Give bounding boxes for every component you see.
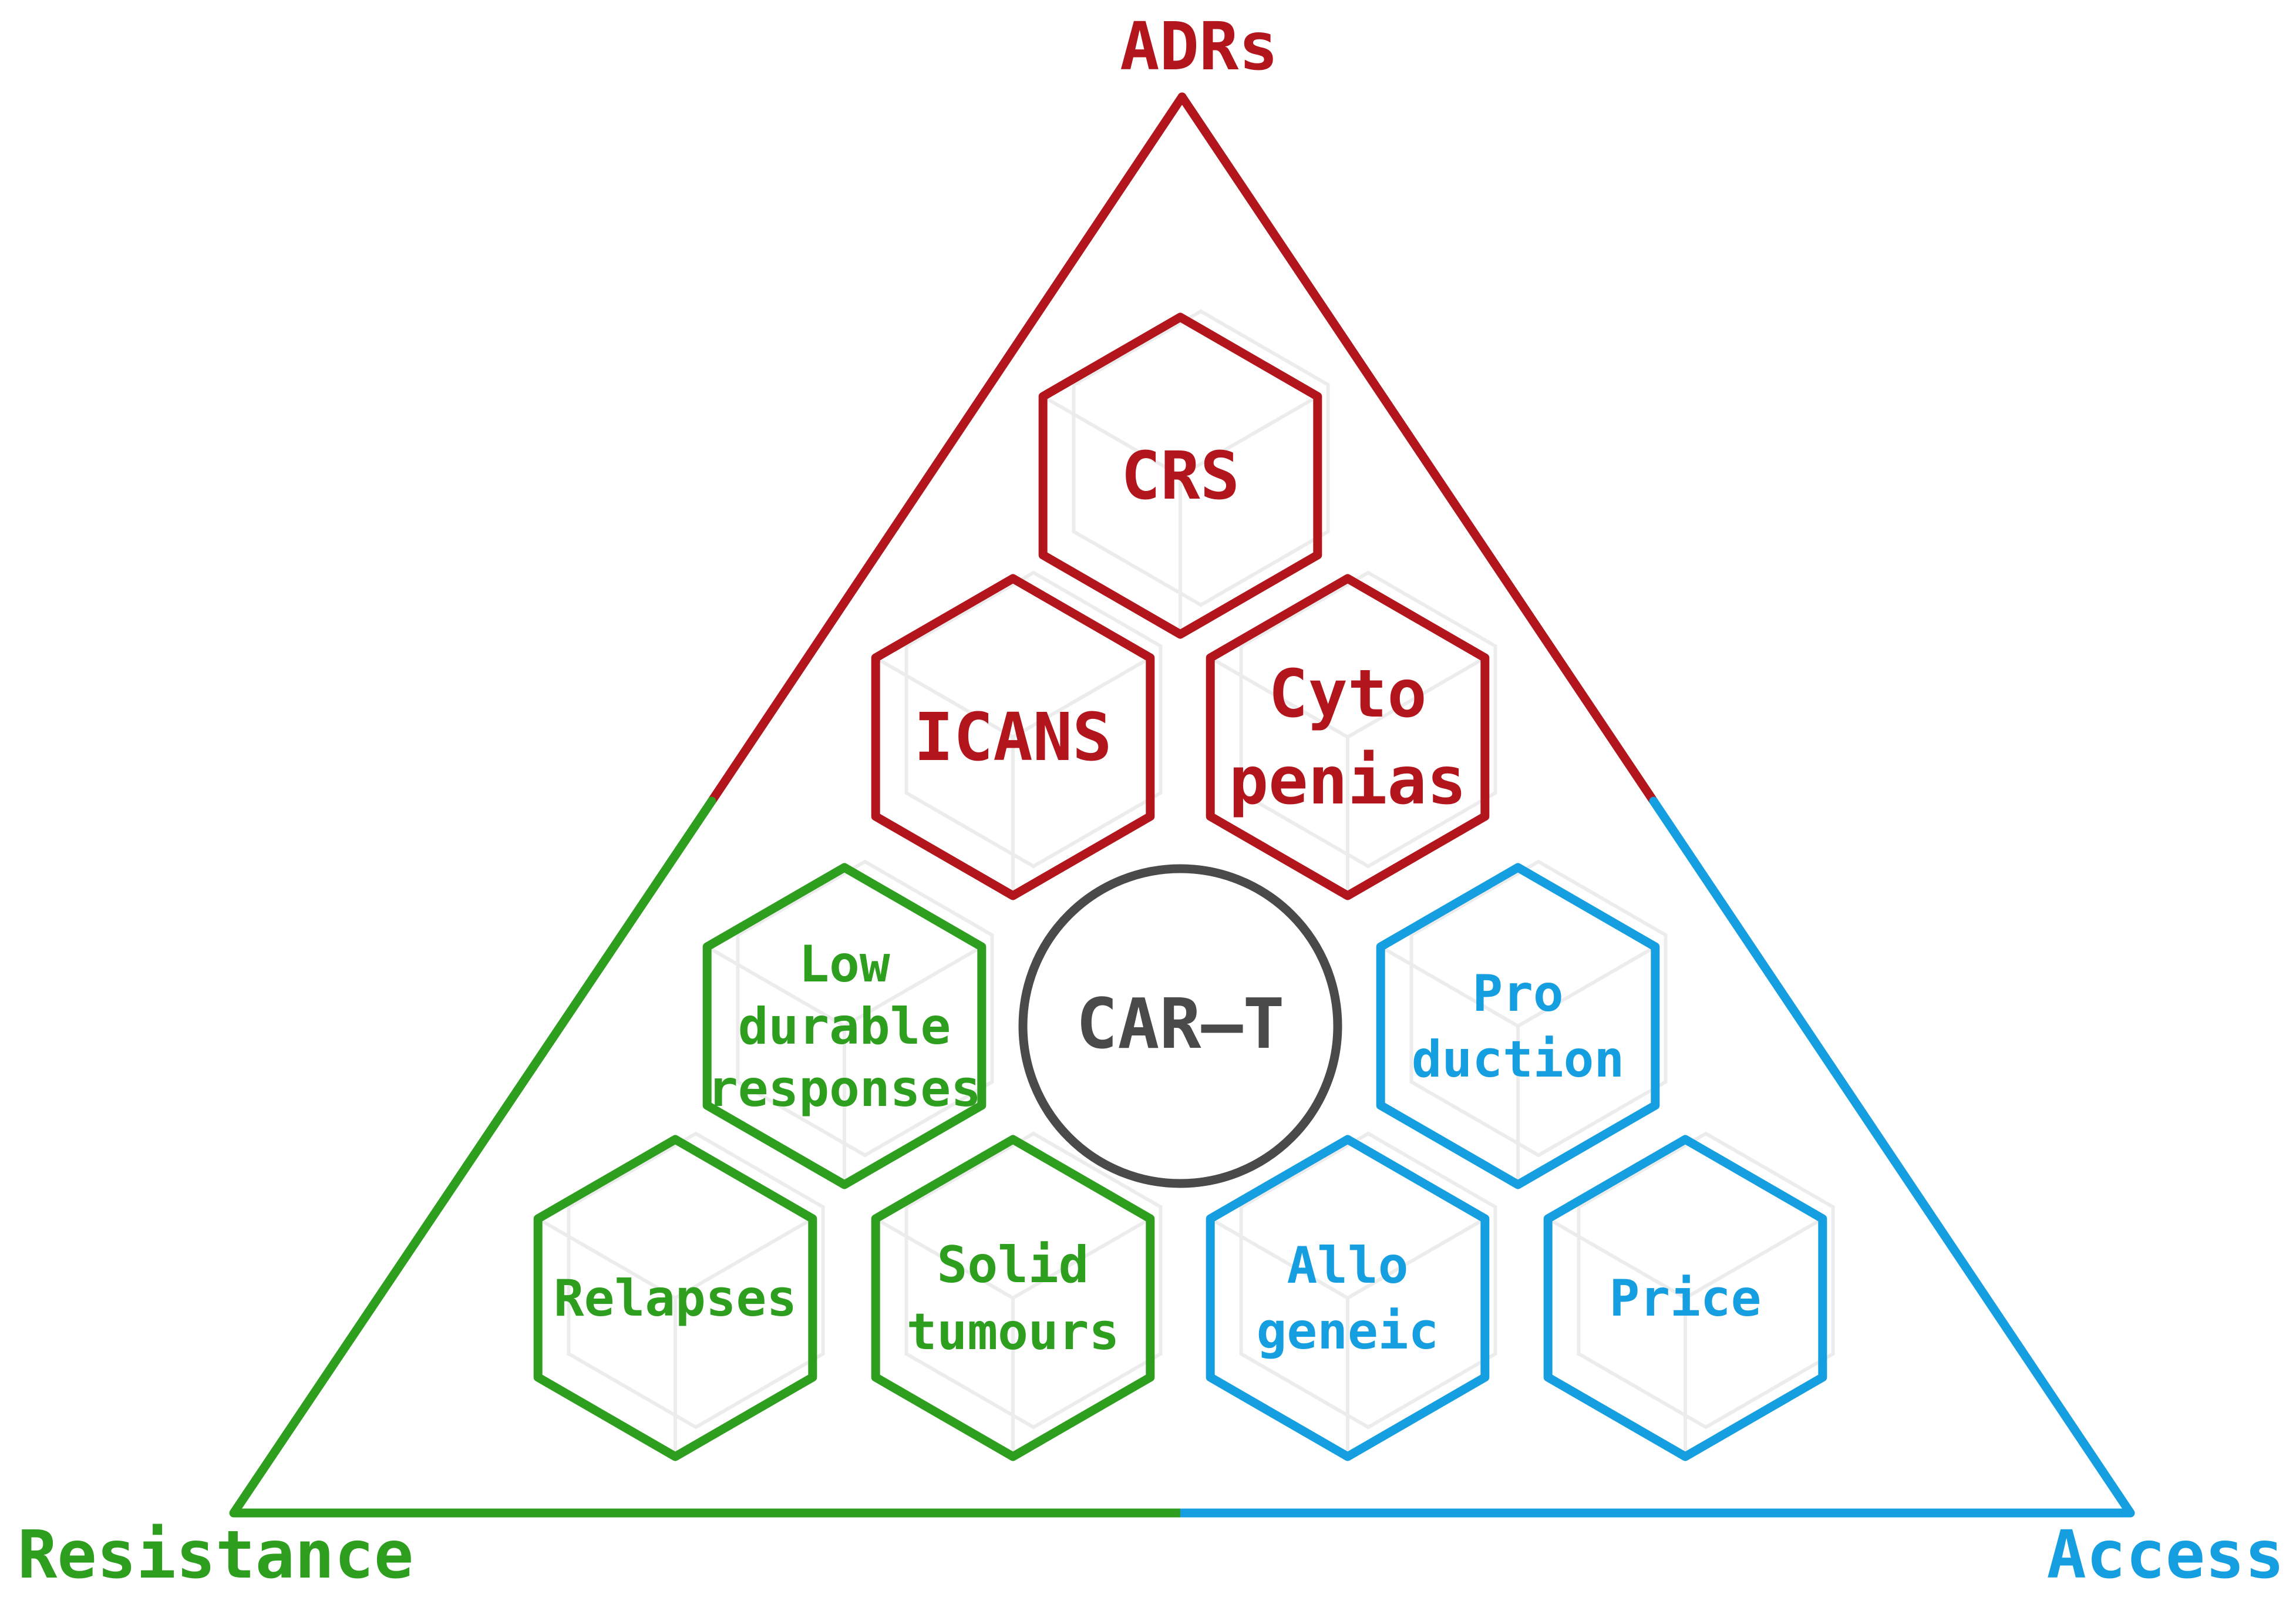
- background-cube: [1379, 859, 1668, 1185]
- background-cube-edge: [1209, 656, 1349, 739]
- hexagon-outline: [1206, 1135, 1490, 1461]
- background-cube: [706, 859, 994, 1185]
- hexagon-label-line: Allo: [1287, 1236, 1408, 1295]
- hexagon-outline: [1543, 1135, 1827, 1461]
- hexagon-label-line: Price: [1610, 1269, 1762, 1328]
- triangle-edge-adrs-left: [707, 92, 1187, 806]
- background-cube-outline: [904, 1131, 1163, 1430]
- background-cube-outline: [904, 570, 1163, 869]
- background-cube: [1042, 309, 1330, 634]
- hexagon-resistance: Relapses: [533, 1135, 817, 1461]
- background-cube-edge: [1012, 1217, 1152, 1300]
- hexagon-label-line: Cyto: [1268, 656, 1427, 732]
- hexagon-outline: [1206, 574, 1490, 900]
- background-cube-edge: [1346, 1217, 1486, 1300]
- background-cube-edge: [843, 945, 983, 1028]
- corner-label-resistance: Resistance: [18, 1517, 413, 1593]
- background-cube-edge: [1012, 656, 1152, 739]
- hexagon-label-line: Low: [799, 935, 890, 994]
- hexagon-label-line: CRS: [1121, 438, 1240, 515]
- car-t-label: CAR–T: [1076, 983, 1284, 1064]
- car-t-center-node: CAR–T: [1018, 864, 1342, 1188]
- background-cube-outline: [1072, 309, 1330, 607]
- background-cube-edge: [706, 945, 846, 1028]
- background-cube-outline: [1577, 1131, 1835, 1430]
- background-cube: [537, 1131, 825, 1457]
- background-cube: [1547, 1131, 1835, 1457]
- background-cube-edge: [1209, 1217, 1349, 1300]
- background-cube: [874, 570, 1163, 896]
- hexagon-outline: [1376, 863, 1660, 1189]
- background-cube-outline: [1239, 570, 1497, 869]
- background-cube-outline: [1239, 1131, 1497, 1430]
- background-cube-lines: [537, 309, 1835, 1457]
- challenge-hexagons: CRS ICANS Cyto peniasLowdurableresponsesRel…: [533, 312, 1827, 1461]
- background-cube: [1209, 570, 1497, 896]
- background-cube-edge: [537, 1217, 676, 1300]
- background-cube-outline: [567, 1131, 825, 1430]
- background-cube-edge: [1042, 395, 1181, 477]
- challenge-triangle: [229, 92, 2135, 1518]
- hexagon-label-line: tumours: [907, 1303, 1119, 1361]
- background-cube-edge: [1346, 656, 1486, 739]
- hexagon-resistance: Solid tumours: [871, 1135, 1155, 1461]
- hexagon-label-line: penias: [1229, 743, 1467, 819]
- hexagon-label-line: Pro: [1472, 964, 1563, 1023]
- background-cube-outline: [736, 859, 994, 1158]
- background-cube-edge: [1379, 945, 1519, 1028]
- corner-label-adrs: ADRs: [1120, 9, 1278, 85]
- hexagon-label-line: Solid: [937, 1236, 1089, 1294]
- hexagon-adrs: Cyto penias: [1206, 574, 1490, 900]
- hexagon-outline: [533, 1135, 817, 1461]
- background-cube-edge: [874, 656, 1014, 739]
- corner-label-access: Access: [2046, 1517, 2284, 1593]
- triangle-edge-adrs-right: [1177, 92, 1658, 806]
- triangle-edge-resistance-left: [229, 796, 716, 1518]
- hexagon-outline: [871, 1135, 1155, 1461]
- hexagon-label-line: duction: [1412, 1030, 1624, 1089]
- hexagon-label-line: Relapses: [554, 1269, 797, 1328]
- hexagon-label-line: durable: [738, 997, 951, 1056]
- hexagon-label-line: geneic: [1257, 1302, 1439, 1361]
- triangle-edge-access-right: [1649, 796, 2135, 1518]
- hexagon-label-line: responses: [708, 1060, 981, 1118]
- hexagon-label-line: ICANS: [914, 700, 1112, 776]
- background-cube-edge: [674, 1217, 814, 1300]
- background-cube-edge: [1684, 1217, 1824, 1300]
- hexagon-access: Price: [1543, 1135, 1827, 1461]
- background-cube-edge: [1547, 1217, 1686, 1300]
- background-cube: [1209, 1131, 1497, 1457]
- hexagon-access: Allo geneic: [1206, 1135, 1490, 1461]
- background-cube-outline: [1409, 859, 1668, 1158]
- hexagon-access: Pro duction: [1376, 863, 1660, 1189]
- background-cube-edge: [874, 1217, 1014, 1300]
- background-cube: [874, 1131, 1163, 1457]
- background-cube-edge: [1179, 395, 1319, 477]
- hexagon-outline: [702, 863, 987, 1189]
- hexagon-outline: [1038, 312, 1322, 639]
- corner-labels: ADRs Resistance Access: [18, 9, 2284, 1593]
- background-cube-edge: [1517, 945, 1657, 1028]
- hexagon-adrs: ICANS: [871, 574, 1155, 900]
- hexagon-adrs: CRS: [1038, 312, 1322, 639]
- hexagon-outline: [871, 574, 1155, 900]
- car-t-circle: [1018, 864, 1342, 1188]
